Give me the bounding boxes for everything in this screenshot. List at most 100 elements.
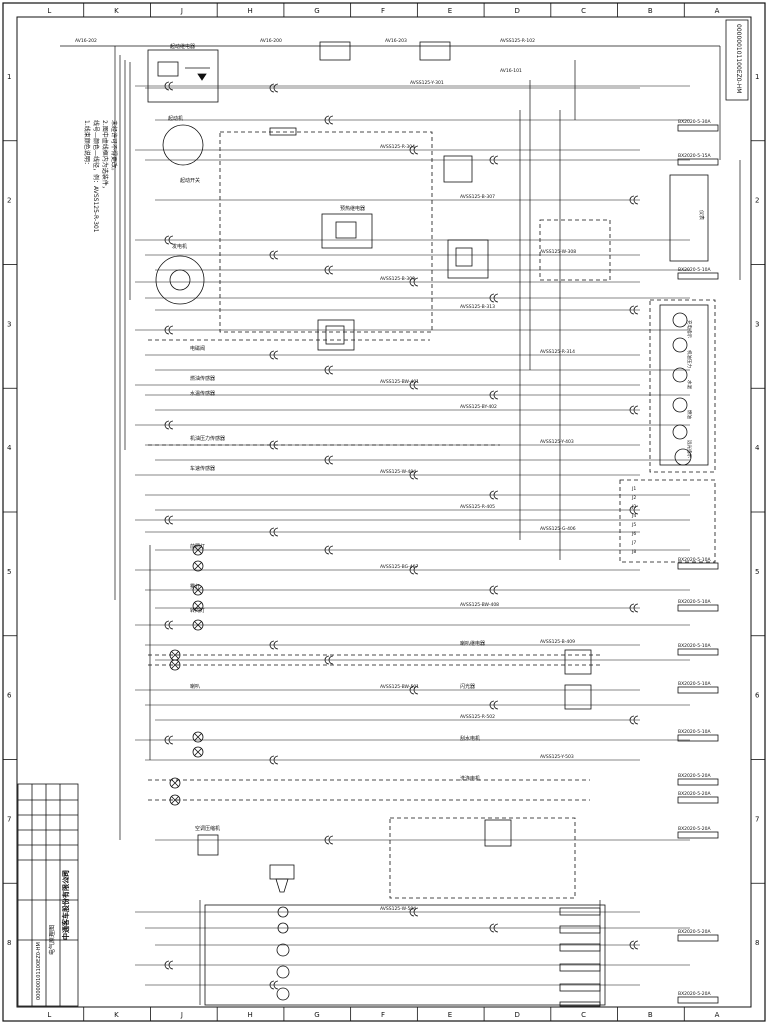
- lamp-cross: [171, 651, 179, 659]
- lamp-cross: [194, 621, 202, 629]
- motors: [155, 124, 297, 305]
- connector: [324, 545, 330, 555]
- fuse-label: BX2020-5-10A: [678, 599, 711, 605]
- connector: [328, 365, 334, 375]
- gauge-label: 机油压力: [686, 350, 693, 368]
- connector-label: J3: [631, 504, 636, 510]
- note-line: 未经许可不得更改。: [110, 120, 118, 174]
- gauge-label: 水温: [686, 380, 693, 389]
- wire-label: AVSS125-B-309: [380, 276, 415, 282]
- drawing-label: 图号: [64, 870, 70, 880]
- fuse: [677, 996, 719, 1004]
- drawing-code: 000000101100EZ0-HM: [36, 942, 42, 1000]
- connector: [629, 305, 635, 315]
- connector: [168, 620, 174, 630]
- connector: [269, 83, 275, 93]
- lamp: [169, 777, 181, 789]
- connector: [409, 277, 415, 287]
- column-marker: F: [381, 7, 385, 15]
- column-marker: D: [514, 7, 519, 15]
- connector: [633, 603, 639, 613]
- connector: [164, 235, 170, 245]
- connector: [273, 440, 279, 450]
- note-line: 线号—颜色—线径，例：AVSS125-R-301: [92, 120, 100, 233]
- connector-symbols: [164, 81, 639, 990]
- fuse: [677, 158, 719, 166]
- row-marker: 5: [755, 568, 759, 576]
- connector: [493, 390, 499, 400]
- fuse: [677, 604, 719, 612]
- top-wire-label: AV16-200: [260, 38, 282, 44]
- column-marker: B: [648, 1011, 653, 1019]
- connector: [273, 640, 279, 650]
- connector-label: J8: [631, 549, 636, 555]
- connector: [633, 505, 639, 515]
- lamp: [192, 619, 204, 631]
- connector: [164, 81, 170, 91]
- connector: [168, 515, 174, 525]
- component-label: 预热继电器: [340, 205, 365, 212]
- row-marker: 3: [7, 320, 11, 328]
- fuse-label: BX2020-5-10A: [678, 267, 711, 273]
- gauge-label: 充电指示: [686, 320, 693, 338]
- relay-boxes: [317, 155, 592, 847]
- fuse: [677, 734, 719, 742]
- fuse: [677, 272, 719, 280]
- connector: [489, 293, 495, 303]
- row-marker: 6: [7, 692, 12, 700]
- row-marker: 6: [755, 692, 760, 700]
- fuse: [677, 831, 719, 839]
- fuse-label: BX2020-5-20A: [678, 991, 711, 997]
- connector: [168, 735, 174, 745]
- top-wire-label: AVSS125-R-102: [500, 38, 535, 44]
- connector: [493, 585, 499, 595]
- connector: [269, 980, 275, 990]
- component-label: 水温传感器: [190, 390, 215, 397]
- connector: [269, 350, 275, 360]
- column-marker: G: [314, 7, 319, 15]
- connector: [273, 527, 279, 537]
- connector: [164, 620, 170, 630]
- connector: [164, 325, 170, 335]
- connector-label: J6: [631, 531, 636, 537]
- wire-label: AVSS125-W-308: [540, 249, 576, 255]
- connector-label: J5: [631, 522, 636, 528]
- connector: [409, 380, 415, 390]
- lamp-cross: [171, 779, 179, 787]
- column-marker: C: [581, 7, 586, 15]
- top-wire-label: AVSS125-Y-301: [410, 80, 444, 86]
- row-marker: 5: [7, 568, 11, 576]
- connector: [493, 700, 499, 710]
- fuse: [677, 686, 719, 694]
- connector-label: J1: [631, 486, 636, 492]
- column-marker: F: [381, 1011, 385, 1019]
- lamp-cross: [194, 748, 202, 756]
- wire-label: AVSS125-Y-403: [540, 439, 574, 445]
- lamp: [192, 600, 204, 612]
- connector: [409, 907, 415, 917]
- wire-label: AVSS125-B-307: [460, 194, 495, 200]
- component-label: 机油压力传感器: [190, 435, 225, 442]
- connector: [269, 527, 275, 537]
- connector: [328, 545, 334, 555]
- connector: [409, 470, 415, 480]
- connector: [493, 155, 499, 165]
- row-marker: 8: [755, 939, 759, 947]
- fuse: [677, 778, 719, 786]
- lamp: [169, 659, 181, 671]
- connector: [409, 565, 415, 575]
- lamp-cross: [194, 586, 202, 594]
- column-marker: J: [180, 7, 183, 15]
- connector: [168, 81, 174, 91]
- connector: [413, 685, 419, 695]
- component-label: 洗涤电机: [460, 775, 480, 782]
- signal-wires: [135, 85, 690, 986]
- connector: [273, 250, 279, 260]
- connector: [493, 490, 499, 500]
- component-label: 闪光器: [460, 683, 475, 690]
- connector: [629, 405, 635, 415]
- column-marker: A: [715, 7, 720, 15]
- column-marker: D: [514, 1011, 519, 1019]
